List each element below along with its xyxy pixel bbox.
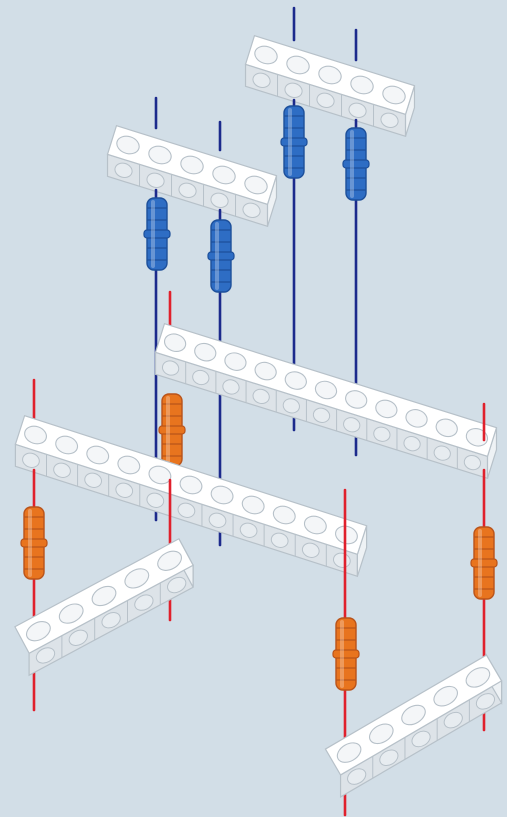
connector-orange-2 [20, 506, 48, 580]
beam-upper-right [244, 34, 416, 138]
beam-long-back [154, 322, 498, 480]
connector-orange-3 [470, 526, 498, 600]
beam-long-front [14, 414, 368, 578]
beam-upper-left [106, 124, 278, 228]
connector-blue-2 [342, 127, 370, 201]
connector-blue-1 [280, 105, 308, 179]
beam-short-left [14, 537, 194, 677]
connector-orange-1 [158, 393, 186, 467]
connector-orange-4 [332, 617, 360, 691]
beam-short-right [324, 652, 503, 798]
connector-blue-4 [207, 219, 235, 293]
connector-blue-3 [143, 197, 171, 271]
